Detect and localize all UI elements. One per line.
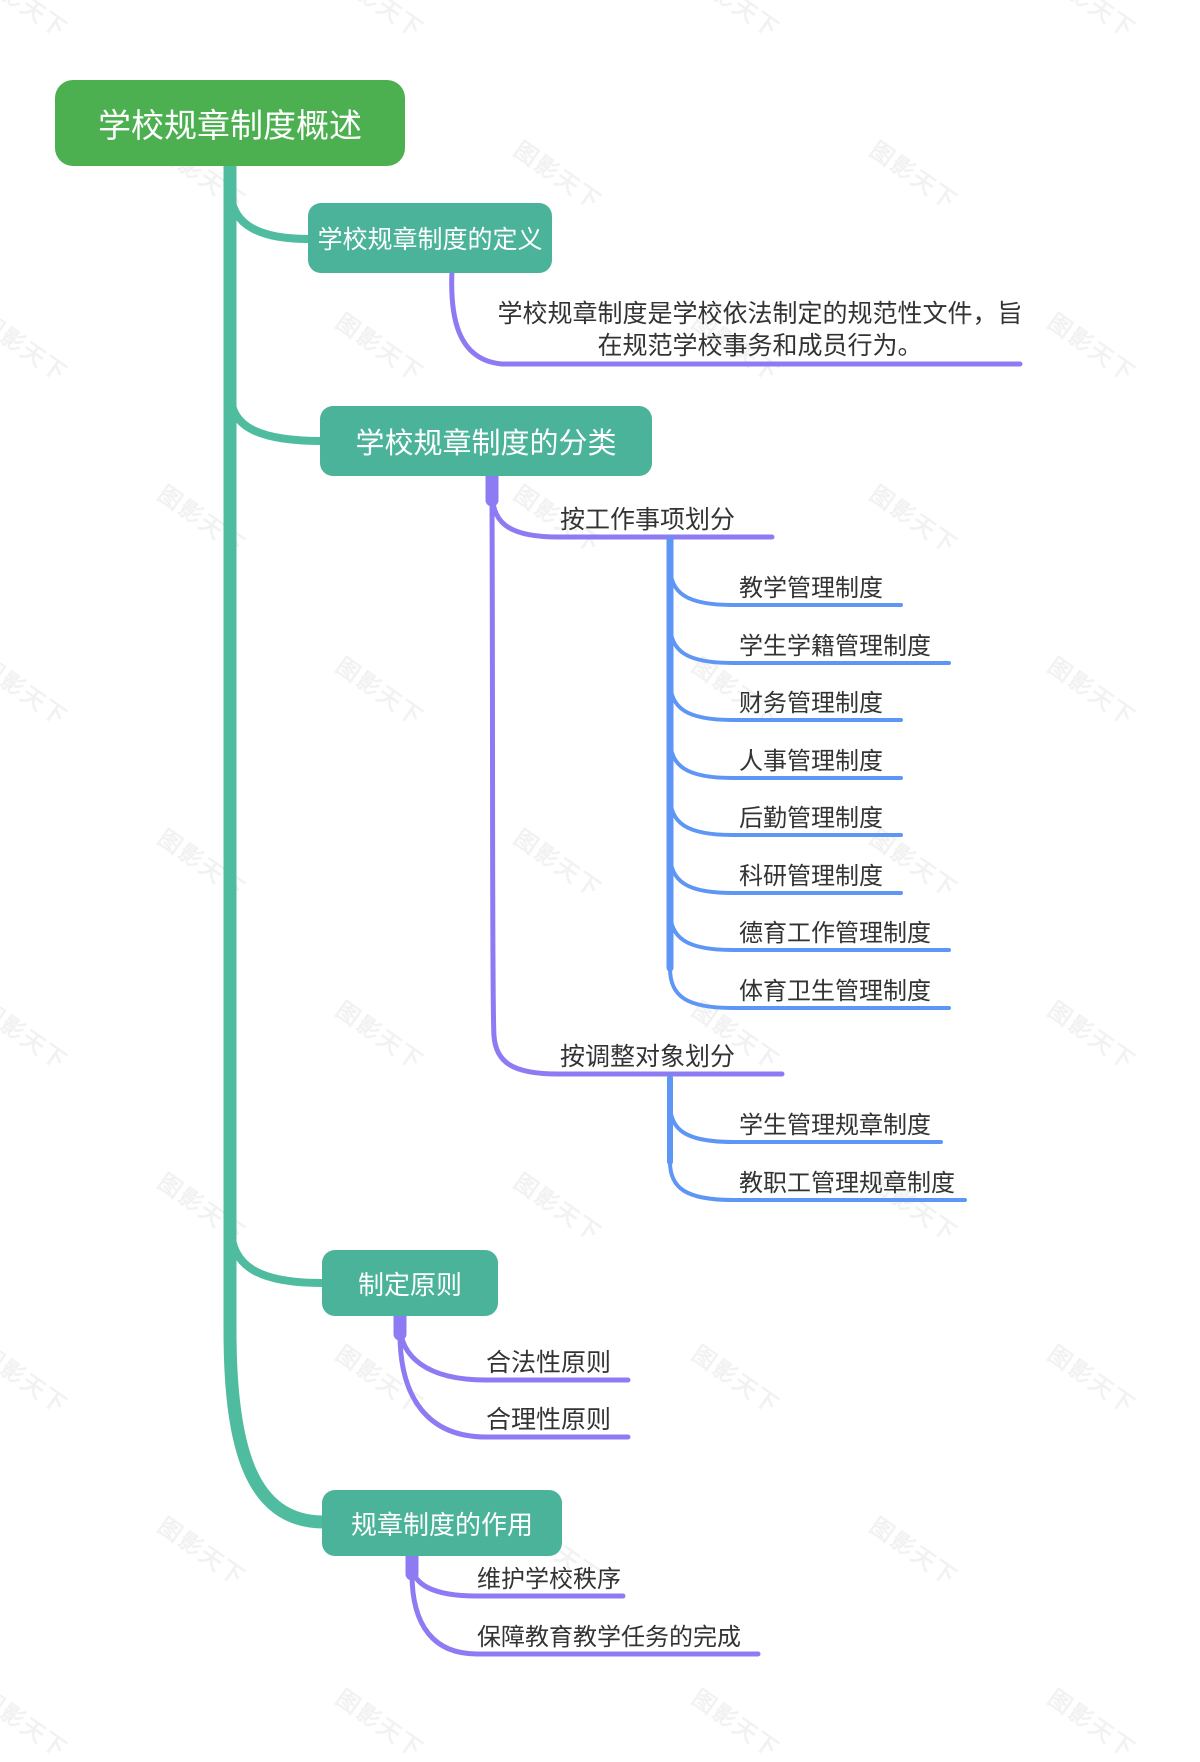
blue-elbow: [668, 908, 951, 952]
blue-elbow: [668, 966, 951, 1010]
branch-line-principles: [227, 1224, 326, 1287]
branch-line-function2: [409, 1571, 761, 1657]
leaf-node[interactable]: 合理性原则: [486, 1406, 612, 1434]
branch-line-definition: [227, 188, 312, 243]
branch-line-group2: [489, 495, 785, 1077]
leaf-node[interactable]: 学生学籍管理制度: [739, 633, 931, 660]
branch-line-function1: [409, 1561, 626, 1599]
leaf-node[interactable]: 后勤管理制度: [739, 805, 883, 832]
leaf-node[interactable]: 人事管理制度: [739, 748, 883, 775]
leaf-node[interactable]: 保障教育教学任务的完成: [477, 1624, 741, 1651]
leaf-node[interactable]: 教学管理制度: [739, 575, 883, 602]
branch-line-classification: [227, 392, 326, 445]
blue-elbow: [668, 1160, 967, 1202]
topic-node-classification[interactable]: 学校规章制度的分类: [320, 406, 652, 476]
leaf-node[interactable]: 德育工作管理制度: [739, 920, 931, 947]
topic-node-functions[interactable]: 规章制度的作用: [322, 1490, 562, 1556]
branch-line-definition-text: [449, 267, 1023, 367]
leaf-node-group-by-task[interactable]: 按工作事项划分: [560, 506, 736, 534]
blue-elbow: [668, 621, 951, 665]
leaf-node[interactable]: 体育卫生管理制度: [739, 978, 931, 1005]
leaf-node-definition-text[interactable]: 学校规章制度是学校依法制定的规范性文件，旨在规范学校事务和成员行为。: [497, 300, 1023, 360]
blue-elbow: [668, 736, 903, 780]
blue-elbow: [668, 678, 903, 722]
branch-line-principle2: [397, 1331, 631, 1440]
blue-elbow: [668, 851, 903, 895]
root-node[interactable]: 学校规章制度概述: [55, 80, 405, 166]
topic-node-principles[interactable]: 制定原则: [322, 1250, 498, 1316]
blue-elbow: [668, 563, 903, 607]
leaf-node[interactable]: 科研管理制度: [739, 863, 883, 890]
topic-node-definition[interactable]: 学校规章制度的定义: [308, 203, 552, 273]
blue-elbow: [668, 1102, 943, 1144]
leaf-node[interactable]: 维护学校秩序: [477, 1566, 621, 1593]
blue-elbow: [668, 793, 903, 837]
leaf-node[interactable]: 教职工管理规章制度: [739, 1170, 955, 1197]
leaf-node[interactable]: 合法性原则: [486, 1349, 612, 1377]
trunk-line: [223, 153, 331, 1529]
leaf-node-group-by-object[interactable]: 按调整对象划分: [560, 1043, 736, 1071]
leaf-node[interactable]: 学生管理规章制度: [739, 1112, 931, 1139]
leaf-node[interactable]: 财务管理制度: [739, 690, 883, 717]
